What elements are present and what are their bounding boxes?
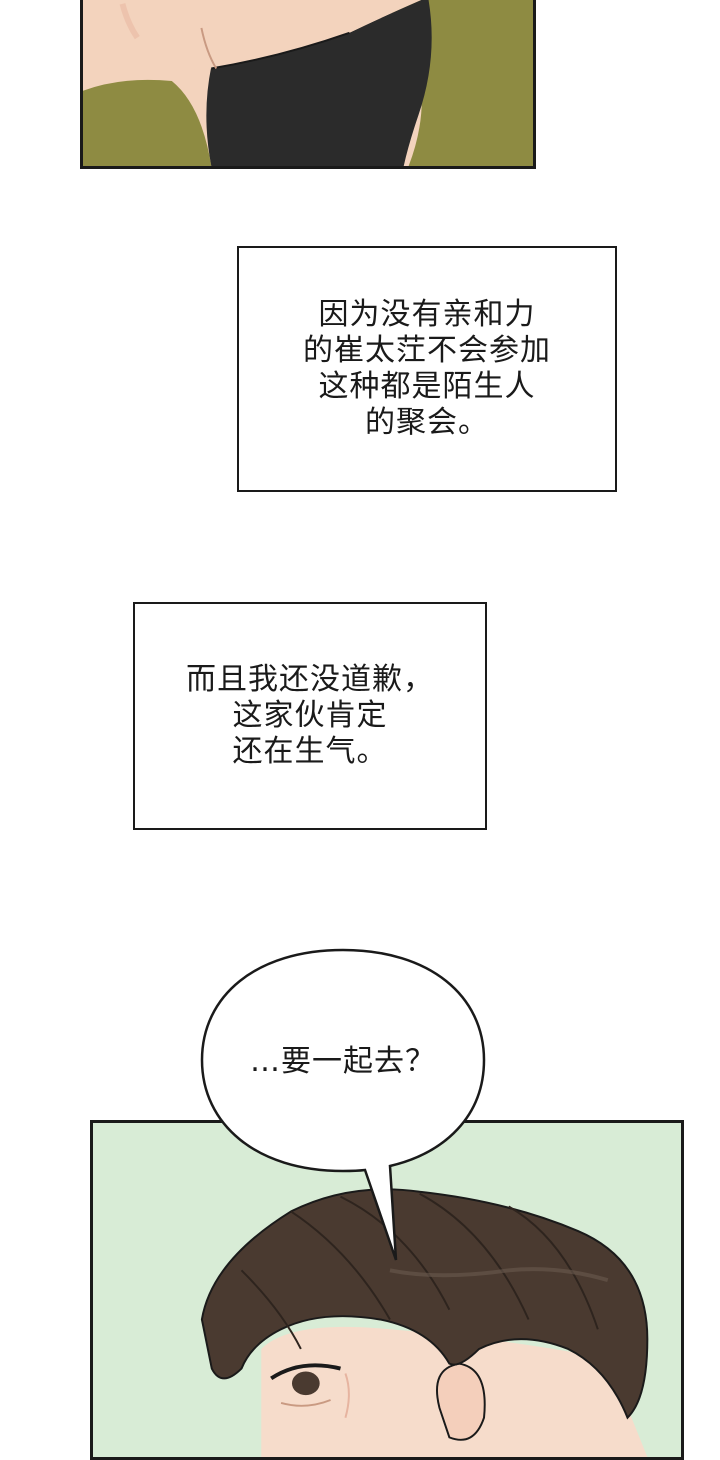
narration-line: 还在生气。 (232, 734, 388, 769)
narration-line: 的崔太茳不会参加 (303, 333, 551, 368)
narration-box-2: 而且我还没道歉， 这家伙肯定 还在生气。 (133, 602, 487, 830)
narration-text-1: 因为没有亲和力 的崔太茳不会参加 这种都是陌生人 的聚会。 (303, 297, 551, 441)
narration-box-1: 因为没有亲和力 的崔太茳不会参加 这种都是陌生人 的聚会。 (237, 246, 617, 492)
narration-line: 因为没有亲和力 (318, 297, 536, 332)
comic-panel-top (80, 0, 536, 169)
top-panel-illustration (83, 0, 533, 166)
narration-text-2: 而且我还没道歉， 这家伙肯定 还在生气。 (186, 662, 434, 770)
speech-bubble-shape (200, 948, 486, 1261)
narration-line: 而且我还没道歉， (186, 662, 434, 697)
narration-line: 这种都是陌生人 (318, 369, 536, 404)
speech-bubble: …要一起去？ (200, 948, 486, 1264)
narration-line: 这家伙肯定 (232, 698, 388, 733)
eye-iris (291, 1371, 320, 1396)
speech-bubble-text: …要一起去？ (250, 1044, 436, 1079)
narration-line: 的聚会。 (365, 405, 489, 440)
